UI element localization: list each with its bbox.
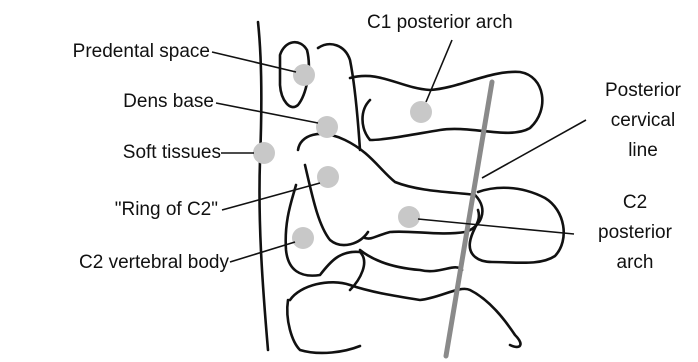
posterior-cervical-line-leader: [482, 120, 586, 178]
predental-space-label: Predental space: [73, 41, 210, 63]
c2-posterior-arch-marker: [398, 206, 420, 228]
soft-tissues-marker: [253, 142, 275, 164]
predental-space-marker: [293, 64, 315, 86]
posterior-cervical-line-label: Posterior cervical line: [588, 80, 698, 162]
c3-outline: [290, 282, 520, 347]
c3-lamina-outline: [360, 250, 462, 271]
posterior-cervical-line-label-line-3: line: [588, 140, 698, 162]
ring-of-c2-leader: [222, 183, 320, 210]
c2-posterior-arch-label-line-1: C2: [580, 192, 690, 214]
c2-posterior-arch-label-line-3: arch: [580, 252, 690, 274]
ring-of-c2-label: "Ring of C2": [115, 199, 218, 221]
ring-of-c2-marker: [317, 166, 339, 188]
c1-posterior-arch-outline: [350, 72, 542, 140]
c1-posterior-arch-label: C1 posterior arch: [367, 12, 513, 34]
dens-base-marker: [316, 116, 338, 138]
predental-space-leader: [212, 52, 296, 72]
posterior-cervical-line: [446, 82, 492, 356]
c3-body-outline: [287, 300, 360, 353]
c1-posterior-arch-marker: [410, 101, 432, 123]
posterior-cervical-line-label-line-2: cervical: [588, 110, 698, 132]
c2-vertebral-body-marker: [292, 227, 314, 249]
dens-base-label: Dens base: [123, 91, 214, 113]
c2-posterior-arch-label-line-2: posterior: [580, 222, 690, 244]
c2-vertebral-body-label: C2 vertebral body: [79, 252, 229, 274]
dens-base-leader: [216, 103, 318, 123]
c2-posterior-arch-leader: [418, 219, 574, 234]
c2-posterior-arch-label: C2 posterior arch: [580, 192, 690, 274]
posterior-cervical-line-label-line-1: Posterior: [588, 80, 698, 102]
c1-posterior-arch-leader: [426, 40, 452, 102]
soft-tissue-outline: [258, 22, 268, 350]
soft-tissues-label: Soft tissues: [123, 142, 221, 164]
